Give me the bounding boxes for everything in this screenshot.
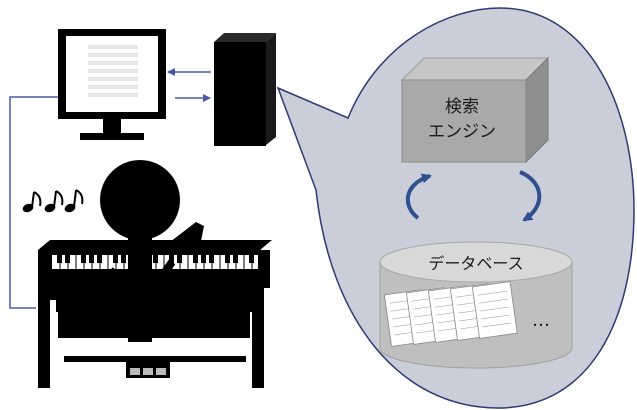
screen-sheet-music bbox=[88, 45, 138, 97]
monitor-icon bbox=[58, 29, 166, 140]
engine-label-line2: エンジン bbox=[428, 122, 496, 142]
sync-arrows-icon bbox=[405, 170, 542, 222]
engine-label-line1: 検索 bbox=[445, 97, 479, 117]
connection-lines bbox=[9, 68, 211, 309]
search-engine-box-icon: 検索 エンジン bbox=[400, 56, 550, 164]
database-label: データベース bbox=[428, 254, 523, 273]
person-icon bbox=[100, 160, 180, 342]
piano-icon bbox=[38, 222, 272, 388]
sheet-music-icon bbox=[383, 281, 518, 347]
database-cylinder-icon: データベース … bbox=[379, 241, 573, 369]
database-more-ellipsis: … bbox=[532, 310, 550, 331]
computer-tower-icon bbox=[214, 33, 276, 146]
music-notes-icon bbox=[22, 189, 84, 213]
piano-pedals bbox=[126, 362, 170, 378]
piano-keys bbox=[52, 255, 258, 269]
